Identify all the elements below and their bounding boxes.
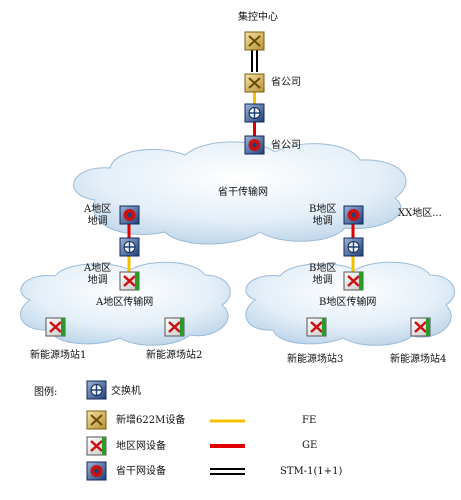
a-access-label-line1: A地区	[84, 263, 112, 274]
b-region-switch-icon	[343, 237, 364, 257]
a-dispatch-label-line1: A地区	[84, 204, 112, 215]
b-access-label: B地区 地调	[309, 263, 336, 287]
province-backbone-device-icon	[244, 135, 265, 155]
b-dispatch-label: B地区 地调	[309, 204, 336, 228]
province-sdh-device-icon	[244, 73, 265, 93]
a-access-label-line2: 地调	[87, 275, 108, 286]
a-region-access-device-icon	[119, 271, 140, 291]
legend-provincial-device-icon	[86, 461, 107, 481]
a-dispatch-backbone-device-icon	[119, 205, 140, 225]
province-backbone-cloud	[73, 141, 407, 245]
station-2-label: 新能源场站2	[146, 350, 203, 361]
legend-sdh-label: 新增622M设备	[116, 415, 186, 426]
a-access-label: A地区 地调	[84, 263, 111, 287]
station-1-label: 新能源场站1	[30, 350, 87, 361]
a-region-network-label: A地区传输网	[96, 297, 154, 308]
province-backbone-cloud-label: 省干传输网	[218, 187, 268, 198]
legend-stm1-label: STM-1(1+1)	[280, 466, 343, 477]
province-company-label-2: 省公司	[271, 140, 301, 151]
legend-stm1-line	[210, 468, 245, 475]
a-dispatch-label-line2: 地调	[87, 216, 108, 227]
b-region-access-device-icon	[343, 271, 364, 291]
station-3-label: 新能源场站3	[287, 354, 344, 365]
a-dispatch-label: A地区 地调	[84, 204, 111, 228]
control-center-device-icon	[244, 31, 265, 51]
legend-provincial-label: 省干网设备	[116, 466, 166, 477]
legend-regional-device-icon	[86, 436, 107, 456]
legend-title: 图例:	[34, 387, 58, 398]
legend-switch-icon	[86, 380, 107, 400]
b-access-label-line2: 地调	[312, 275, 333, 286]
station-4-label: 新能源场站4	[390, 354, 447, 365]
stm1-link	[251, 50, 258, 72]
b-region-network-label: B地区传输网	[319, 297, 377, 308]
station-2-device-icon	[164, 317, 185, 337]
b-dispatch-label-line2: 地调	[312, 216, 333, 227]
legend-fe-label: FE	[302, 415, 317, 426]
control-center-label: 集控中心	[238, 12, 278, 23]
station-4-device-icon	[410, 317, 431, 337]
b-dispatch-backbone-device-icon	[343, 205, 364, 225]
xx-region-label: XX地区...	[398, 208, 442, 219]
legend-regional-label: 地区网设备	[116, 441, 166, 452]
b-region-network-cloud	[245, 261, 456, 346]
a-region-switch-icon	[119, 237, 140, 257]
province-switch-icon	[244, 103, 265, 123]
b-access-label-line1: B地区	[309, 263, 337, 274]
legend-switch-label: 交换机	[111, 386, 141, 397]
station-3-device-icon	[306, 317, 327, 337]
province-company-label-1: 省公司	[271, 77, 301, 88]
legend-ge-label: GE	[302, 440, 318, 451]
b-dispatch-label-line1: B地区	[309, 204, 337, 215]
station-1-device-icon	[45, 317, 66, 337]
legend-sdh-622m-icon	[86, 410, 107, 430]
